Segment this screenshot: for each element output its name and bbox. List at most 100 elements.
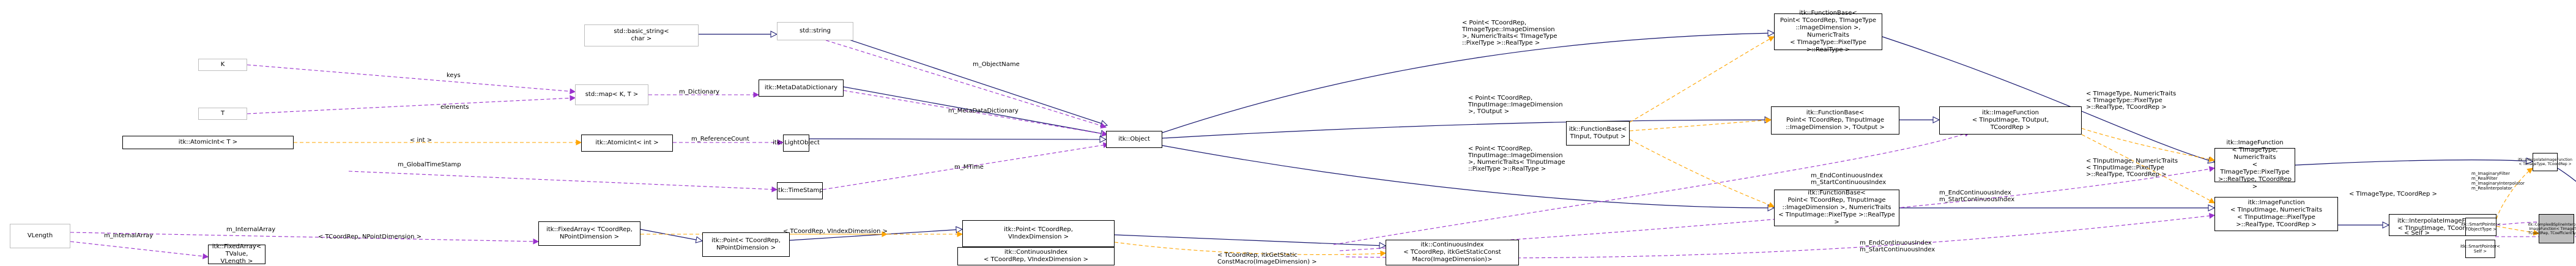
node-t[interactable]: T [198,108,247,120]
node-function-base-tinputimage-out[interactable]: itk::FunctionBase< Point< TCoordRep, TIn… [1771,106,1899,135]
node-meta-data-dictionary[interactable]: itk::MetaDataDictionary [759,79,844,97]
node-image-function-timage[interactable]: itk::ImageFunction < TImageType, Numeric… [2214,139,2295,190]
node-image-function-timage-label: itk::ImageFunction < TImageType, Numeric… [2218,139,2292,190]
node-time-stamp-label: itk::TimeStamp [776,187,823,194]
node-interpolate-timage-label: itk::InterpolateImageFunction < TImageTy… [2518,158,2572,166]
edge-label-if-tinput-tmpl: < TInputImage, NumericTraits < TInputIma… [2086,158,2178,178]
node-std-string[interactable]: std::string [777,22,853,40]
node-fixed-array-tvalue[interactable]: itk::FixedArray< TValue, VLength > [208,243,265,265]
edge-label-dictionary: m_Dictionary [679,89,720,95]
edge-label-end-start-2: m_EndContinuousIndex m_StartContinuousIn… [1939,190,2015,203]
edge-label-end-start-3: m_EndContinuousIndex m_StartContinuousIn… [1860,240,1936,253]
node-vlength[interactable]: VLength [10,224,70,248]
edge-use-vlength-fixed2 [70,241,208,257]
edge-inherit-mdd-object [843,86,1107,135]
edge-inherit-interptimage-complex [2557,168,2576,182]
edge-label-complex-members: m_ImaginaryFilter m_RealFilter m_Imagina… [2471,171,2525,191]
node-time-stamp[interactable]: itk::TimeStamp [776,182,823,199]
node-fixed-array-tcoord[interactable]: itk::FixedArray< TCoordRep, NPointDimens… [538,221,640,246]
edge-inherit-point-point [789,229,962,241]
edge-label-end-start-1: m_EndContinuousIndex m_StartContinuousIn… [1811,172,1887,186]
edge-label-interp-tmpl: < TImageType, TCoordRep > [2349,191,2437,198]
node-point-vindex[interactable]: itk::Point< TCoordRep, VIndexDimension > [962,220,1115,247]
node-light-object[interactable]: itk::LightObject [773,135,820,152]
node-point-npoint-label: itk::Point< TCoordRep, NPointDimension > [711,237,781,251]
node-continuous-index-static[interactable]: itk::ContinuousIndex < TCoordRep, itkGet… [1386,240,1519,265]
node-complex-bspline-label: itk::ComplexBSplineInterpolate ImageFunc… [2528,222,2576,235]
node-atomic-int-t[interactable]: itk::AtomicInt< T > [122,136,294,149]
edge-label-elements: elements [440,104,469,111]
node-image-function-tinput-real-label: itk::ImageFunction < TInputImage, Numeri… [2230,199,2323,228]
node-object-label: itk::Object [1118,136,1150,142]
node-std-string-label: std::string [800,28,831,34]
node-vlength-label: VLength [27,232,53,239]
node-basic-string-label: std::basic_string< char > [614,28,669,42]
node-function-base-tinputimage-out-label: itk::FunctionBase< Point< TCoordRep, TIn… [1786,109,1885,131]
edge-label-tcoord-npoint: < TCoordRep, NPointDimension > [318,234,421,240]
node-function-base-timage[interactable]: itk::FunctionBase< Point< TCoordRep, TIm… [1774,10,1882,53]
edge-tmpl-if-timage [2081,128,2214,160]
node-function-base-tinputimage-real-label: itk::FunctionBase< Point< TCoordRep, TIn… [1778,190,1895,226]
node-k[interactable]: K [198,59,247,71]
node-function-base-timage-label: itk::FunctionBase< Point< TCoordRep, TIm… [1780,10,1877,53]
edge-tmpl-fb-tinputreal [1629,139,1774,207]
node-atomic-int-int-label: itk::AtomicInt< int > [595,139,659,146]
node-continuous-index-vindex-label: itk::ContinuousIndex < TCoordRep, VIndex… [983,249,1089,263]
node-function-base-input-output[interactable]: itk::FunctionBase< TInput, TOutput > [1566,121,1630,146]
node-std-map[interactable]: std::map< K, T > [575,84,648,105]
node-fixed-array-tcoord-label: itk::FixedArray< TCoordRep, NPointDimens… [546,226,633,240]
node-atomic-int-t-label: itk::AtomicInt< T > [178,139,238,146]
node-complex-bspline[interactable]: itk::ComplexBSplineInterpolate ImageFunc… [2528,214,2576,243]
edge-label-global-time-stamp: m_GlobalTimeStamp [398,161,461,168]
edge-use-string-object [814,36,1106,127]
edge-use-t-map [247,98,575,114]
edge-tmpl-interp [2496,168,2533,220]
node-function-base-input-output-label: itk::FunctionBase< TInput, TOutput > [1568,126,1627,140]
edge-inherit-iftimage-interptimage [2295,160,2533,166]
node-smart-pointer-tobject-label: itk::SmartPointer< TObjectType > [2460,222,2501,232]
edge-use-vlength-fixed1 [70,232,538,242]
node-object[interactable]: itk::Object [1106,131,1162,148]
edge-label-meta-data-dictionary: m_MetaDataDictionary [948,108,1019,114]
node-smart-pointer-self-label: itk::SmartPointer< Self > [2460,244,2501,254]
edge-label-fb-tinput-out-tmpl: < Point< TCoordRep, TInputImage::ImageDi… [1468,95,1563,115]
edge-inherit-object-fbtinputreal [1162,145,1774,208]
edge-label-object-name: m_ObjectName [973,61,1020,68]
node-point-npoint[interactable]: itk::Point< TCoordRep, NPointDimension > [702,232,790,257]
node-continuous-index-static-label: itk::ContinuousIndex < TCoordRep, itkGet… [1403,242,1501,263]
node-function-base-tinputimage-real[interactable]: itk::FunctionBase< Point< TCoordRep, TIn… [1774,190,1899,226]
edge-inherit-fixedarray-point [640,229,702,241]
node-atomic-int-int[interactable]: itk::AtomicInt< int > [581,135,673,152]
edge-use-atomicint-time [348,171,777,190]
edge-use-time-object [822,144,1108,190]
node-continuous-index-vindex[interactable]: itk::ContinuousIndex < TCoordRep, VIndex… [957,247,1115,265]
edge-tmpl-fb-timage [1629,37,1774,123]
edge-label-ci-static-tmpl: < TCoordRep, itkGetStatic ConstMacro(Ima… [1217,252,1317,265]
edge-label-keys: keys [447,72,461,79]
edge-use-mdd-object [843,90,1107,135]
node-k-label: K [220,61,225,68]
node-light-object-label: itk::LightObject [773,139,820,146]
edge-label-fb-timage-tmpl: < Point< TCoordRep, TImageType::ImageDim… [1462,20,1557,46]
node-smart-pointer-self[interactable]: itk::SmartPointer< Self > [2460,240,2500,258]
node-fixed-array-tvalue-label: itk::FixedArray< TValue, VLength > [212,243,262,265]
node-smart-pointer-tobject[interactable]: itk::SmartPointer< TObjectType > [2461,218,2501,236]
node-image-function-tinput-tout[interactable]: itk::ImageFunction < TInputImage, TOutpu… [1939,106,2082,135]
node-interpolate-timage[interactable]: itk::InterpolateImageFunction < TImageTy… [2518,153,2572,171]
node-basic-string[interactable]: std::basic_string< char > [584,24,699,46]
node-meta-data-dictionary-label: itk::MetaDataDictionary [764,84,838,91]
edge-label-fb-tinput-real-tmpl: < Point< TCoordRep, TInputImage::ImageDi… [1468,146,1565,172]
node-std-map-label: std::map< K, T > [585,91,639,98]
node-point-vindex-label: itk::Point< TCoordRep, VIndexDimension > [1004,226,1073,240]
edge-label-reference-count: m_ReferenceCount [691,136,749,142]
node-image-function-tinput-real[interactable]: itk::ImageFunction < TInputImage, Numeri… [2214,197,2338,231]
edge-inherit-object-fbtinputout [1162,120,1771,139]
edge-tmpl-smartpointer [2496,226,2539,234]
node-image-function-tinput-tout-label: itk::ImageFunction < TInputImage, TOutpu… [1972,109,2049,131]
edge-tmpl-fb-tinputout [1629,120,1771,131]
edge-inherit-fbtimage-iftimage [1882,36,2214,162]
edge-label-self-tmpl: < Self > [2404,230,2430,237]
edge-label-internal-array-2: m_InternalArray [104,232,154,239]
edge-label-int-tmpl: < int > [410,137,432,144]
